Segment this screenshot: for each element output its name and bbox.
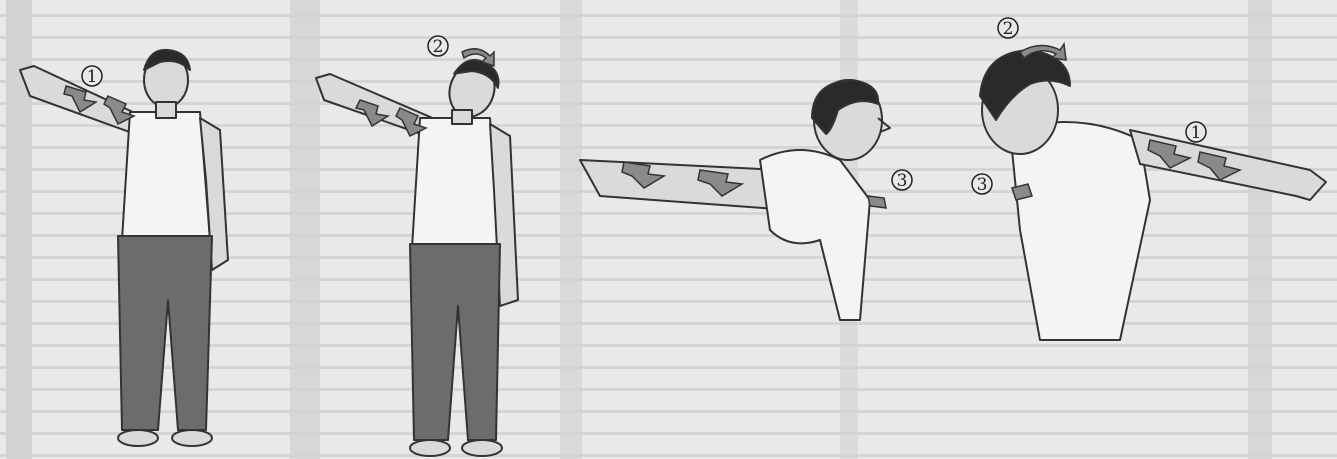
panel-1-marker: 1 [82, 66, 102, 87]
marker-3: 3 [977, 175, 988, 195]
marker-2: 2 [433, 37, 444, 57]
marker-3: 3 [897, 171, 908, 191]
marker-1: 1 [1191, 123, 1202, 143]
marker-2: 2 [1003, 19, 1014, 39]
panel-2-marker: 2 [428, 36, 448, 57]
marker-1: 1 [87, 67, 98, 87]
panel-3-marker: 3 [892, 170, 912, 191]
